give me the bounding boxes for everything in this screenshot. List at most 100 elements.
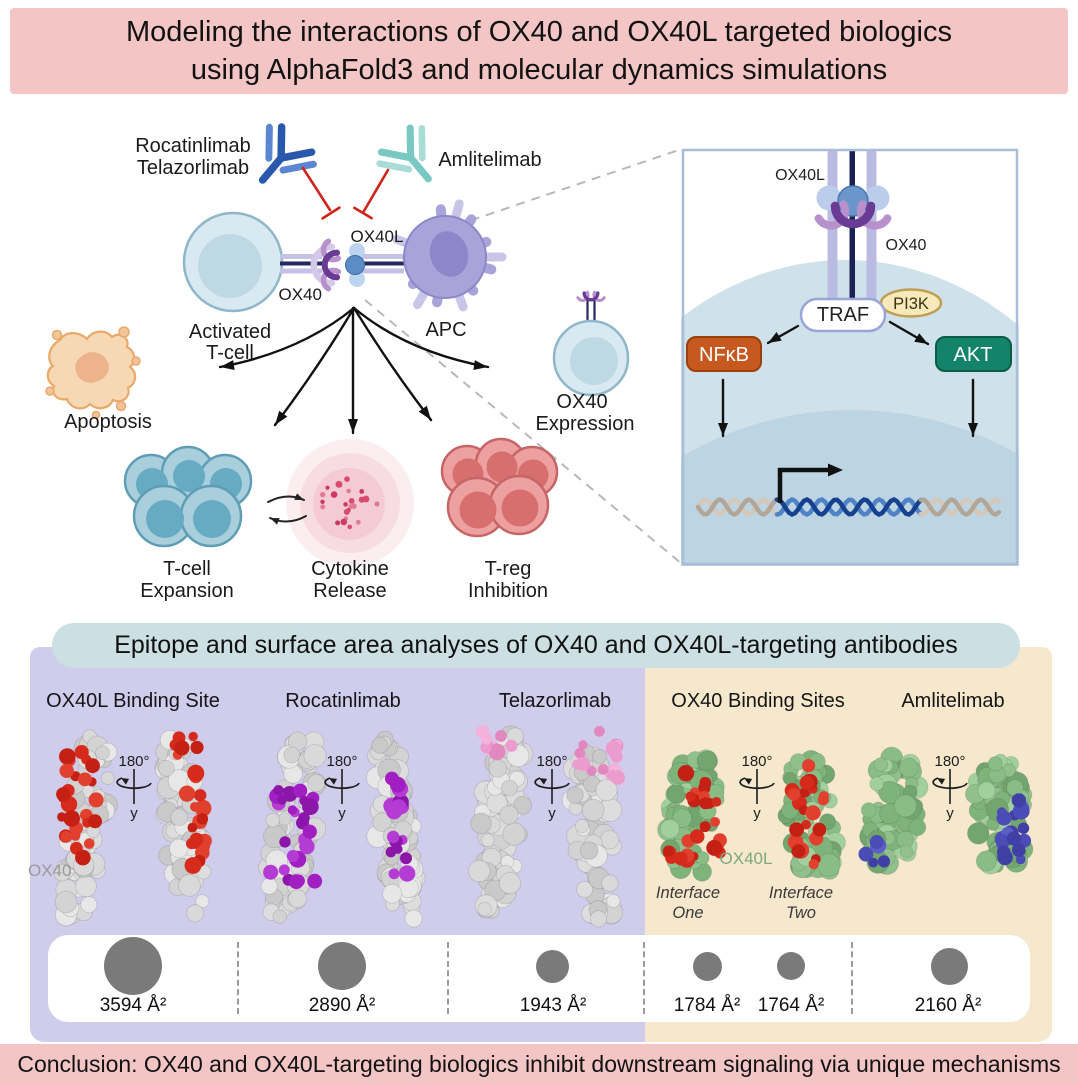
ox40-expression-icon (552, 290, 630, 397)
apoptosis-label: Apoptosis (64, 411, 152, 433)
column-header-rocatinlimab: Rocatinlimab (285, 690, 401, 712)
cell-connectors (280, 254, 404, 274)
interface-two-label-line2: Two (786, 904, 816, 922)
receptor-stalk (827, 150, 877, 310)
traf-node (799, 297, 887, 333)
protein-surface (53, 729, 118, 927)
antibody-rocatinlimab-telazorlimab-icon (258, 123, 317, 184)
antibody-group2-label: Amlitelimab (438, 149, 541, 171)
area-value-4: 1784 Å² (673, 995, 741, 1016)
traf-label: TRAF (817, 304, 869, 326)
nfkb-node (686, 336, 762, 372)
t-reg-label-line2: Inhibition (468, 580, 548, 602)
t-cell-label-line1: Activated (189, 321, 271, 343)
antibody-group1-label-line1: Rocatinlimab (135, 135, 251, 157)
column-header-telazorlimab: Telazorlimab (498, 690, 612, 712)
title-banner: Modeling the interactions of OX40 and OX… (10, 8, 1068, 94)
ox40-expression-label-line1: OX40 (556, 391, 607, 413)
area-circle-rocatinlimab (318, 942, 366, 990)
callout-dashed-lines (364, 148, 683, 565)
area-value-3: 1943 Å² (519, 995, 587, 1016)
exchange-arrows (267, 493, 307, 525)
akt-label: AKT (954, 344, 993, 366)
rotation-180-icon: 180° y (932, 753, 968, 822)
apc-cell (392, 199, 507, 312)
rotation-180-icon: 180° y (116, 753, 152, 822)
interface-one-label-line1: Interface (656, 884, 720, 902)
signaling-panel: OX40L OX40 PI3K TRAF NFκB AKT (681, 148, 1019, 566)
area-value-5: 1764 Å² (757, 995, 825, 1016)
svg-text:y: y (946, 805, 954, 822)
area-value-2: 2890 Å² (308, 995, 376, 1016)
protein-surface (777, 750, 846, 880)
rotation-180-icon: 180° y (534, 753, 570, 822)
area-value-1: 3594 Å² (99, 995, 167, 1016)
panel-ox40l-label: OX40L (775, 167, 825, 184)
panel-ox40-label: OX40 (886, 237, 927, 254)
antibody-amlitelimab-icon (376, 124, 432, 183)
nfkb-label: NFκB (699, 344, 749, 366)
strip-divider (851, 942, 853, 1014)
pathway-schematic: OX40L OX40 Rocatinlimab Telazorlimab Aml… (45, 123, 1019, 602)
area-value-6: 2160 Å² (914, 995, 982, 1016)
area-circle-amlitelimab (931, 948, 968, 985)
svg-text:180°: 180° (934, 753, 965, 770)
area-circle-ox40l-binding-site (104, 937, 162, 995)
ox40-expression-label-line2: Expression (536, 413, 635, 435)
antibody-group1-label-line2: Telazorlimab (137, 157, 249, 179)
svg-text:y: y (338, 805, 346, 822)
signaling-arrows (718, 320, 978, 438)
interface-two-label-line1: Interface (769, 884, 833, 902)
protein-surface (365, 730, 426, 928)
activated-t-cell (182, 211, 284, 313)
title-line-1: Modeling the interactions of OX40 and OX… (126, 16, 952, 48)
protein-surface (154, 729, 213, 923)
t-reg-label-line1: T-reg (485, 558, 532, 580)
protein-surface (858, 746, 929, 875)
transcription-arrow (777, 463, 843, 503)
interface-one-label-line2: One (672, 904, 703, 922)
junction-ox40l-label: OX40L (351, 227, 404, 246)
protein-surface (561, 725, 625, 928)
protein-ox40-label: OX40 (28, 861, 71, 880)
rotation-180-icon: 180° y (739, 753, 775, 822)
t-cell-expansion-label-line1: T-cell (163, 558, 211, 580)
cytokine-release-icon (267, 439, 414, 567)
svg-text:y: y (548, 805, 556, 822)
junction-ox40-label: OX40 (279, 285, 322, 304)
svg-text:180°: 180° (741, 753, 772, 770)
epitope-banner-text: Epitope and surface area analyses of OX4… (114, 631, 958, 659)
column-header-ox40-binding-sites: OX40 Binding Sites (671, 690, 845, 712)
svg-text:y: y (753, 805, 761, 822)
t-cell-expansion-icon (123, 445, 253, 548)
akt-node (935, 336, 1012, 372)
column-header-amlitelimab: Amlitelimab (901, 690, 1005, 712)
outcome-arrows (218, 306, 490, 435)
strip-divider (237, 942, 239, 1014)
svg-text:180°: 180° (536, 753, 567, 770)
strip-divider (447, 942, 449, 1014)
ox40-ox40l-complex (310, 238, 365, 292)
apoptosis-icon (45, 326, 141, 420)
t-cell-expansion-label-line2: Expansion (140, 580, 233, 602)
rotation-180-icon: 180°y (324, 753, 360, 822)
protein-surface (965, 753, 1034, 875)
conclusion-text: Conclusion: OX40 and OX40L-targeting bio… (17, 1051, 1061, 1077)
area-circle-interface-one (693, 952, 722, 981)
protein-surface (258, 731, 327, 924)
cytokine-label-line2: Release (313, 580, 386, 602)
protein-surface (468, 725, 534, 919)
t-reg-inhibition-icon (440, 437, 559, 538)
inhibition-arrows (301, 166, 390, 220)
t-cell-label-line2: T-cell (206, 342, 254, 364)
area-circle-telazorlimab (536, 950, 569, 983)
conclusion-banner: Conclusion: OX40 and OX40L-targeting bio… (0, 1044, 1078, 1085)
svg-text:y: y (130, 805, 138, 822)
protein-surface (657, 749, 727, 882)
svg-text:180°: 180° (118, 753, 149, 770)
title-line-2: using AlphaFold3 and molecular dynamics … (190, 54, 888, 86)
panel-ox40-receptor (814, 200, 892, 230)
